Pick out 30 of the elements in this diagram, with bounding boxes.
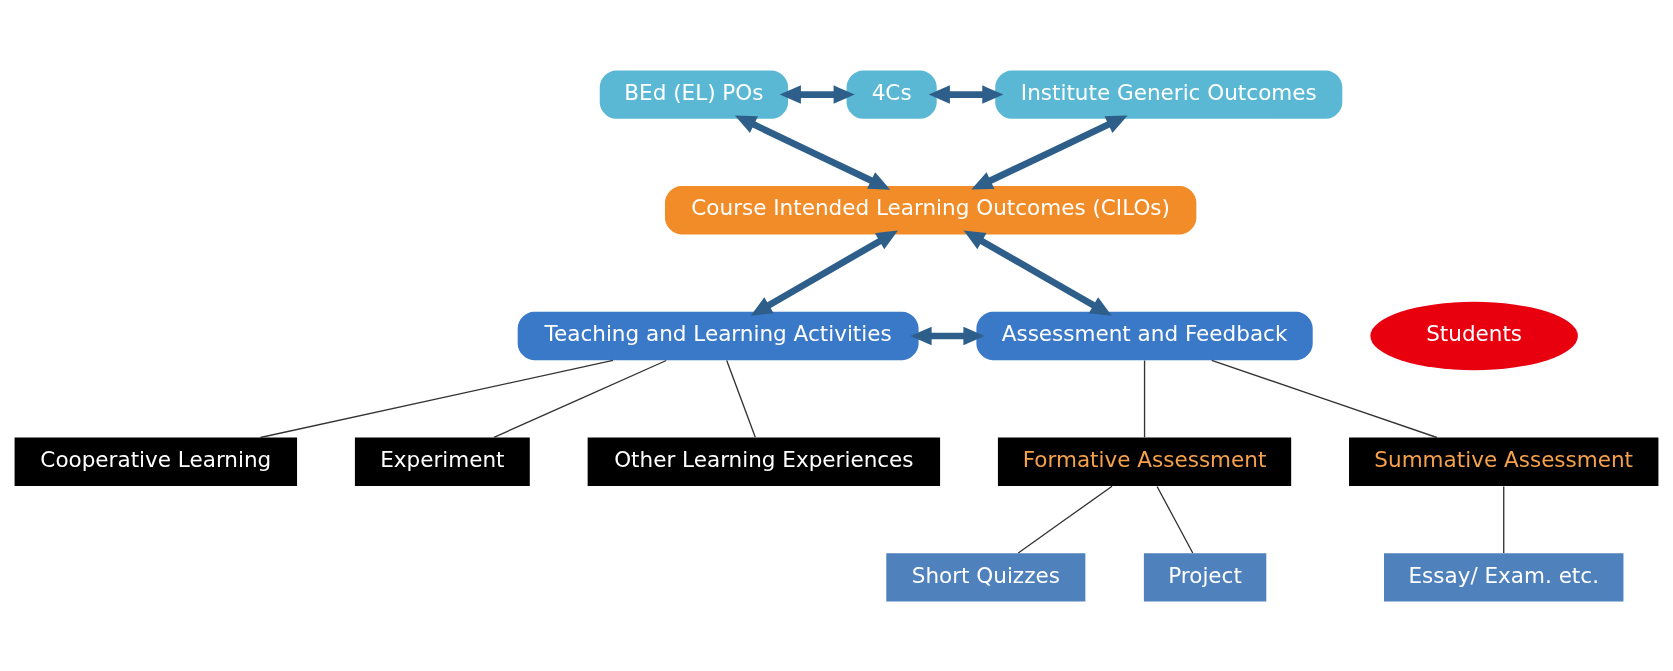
node-box: Summative Assessment (1349, 437, 1659, 486)
node-box: Institute Generic Outcomes (995, 69, 1343, 119)
node-box: Essay/ Exam. etc. (1384, 552, 1624, 602)
node-box: Assessment and Feedback (976, 311, 1313, 360)
node-box: BEd (EL) POs (599, 69, 789, 119)
arrow (971, 115, 1128, 190)
node-box: Cooperative Learning (14, 437, 298, 486)
connector (1017, 485, 1113, 554)
connector (1211, 359, 1438, 438)
arrow (779, 84, 855, 104)
connector (493, 359, 667, 438)
arrow (734, 114, 891, 190)
node-box: Course Intended Learning Outcomes (CILOs) (665, 185, 1197, 234)
connector (1143, 359, 1146, 438)
node-box: Teaching and Learning Activities (517, 311, 919, 360)
connector (1156, 485, 1194, 554)
connector (1503, 485, 1505, 554)
node-ellipse: Students (1370, 301, 1578, 370)
arrow (750, 230, 898, 316)
connector (259, 359, 614, 438)
arrow (928, 84, 1004, 104)
arrow (910, 326, 985, 345)
node-box: Formative Assessment (997, 437, 1292, 486)
connector (726, 359, 756, 438)
node-box: Other Learning Experiences (587, 437, 941, 486)
node-box: 4Cs (846, 69, 937, 119)
node-box: Short Quizzes (886, 552, 1086, 602)
node-box: Project (1143, 552, 1267, 602)
node-box: Experiment (354, 437, 530, 486)
arrow (963, 230, 1112, 316)
